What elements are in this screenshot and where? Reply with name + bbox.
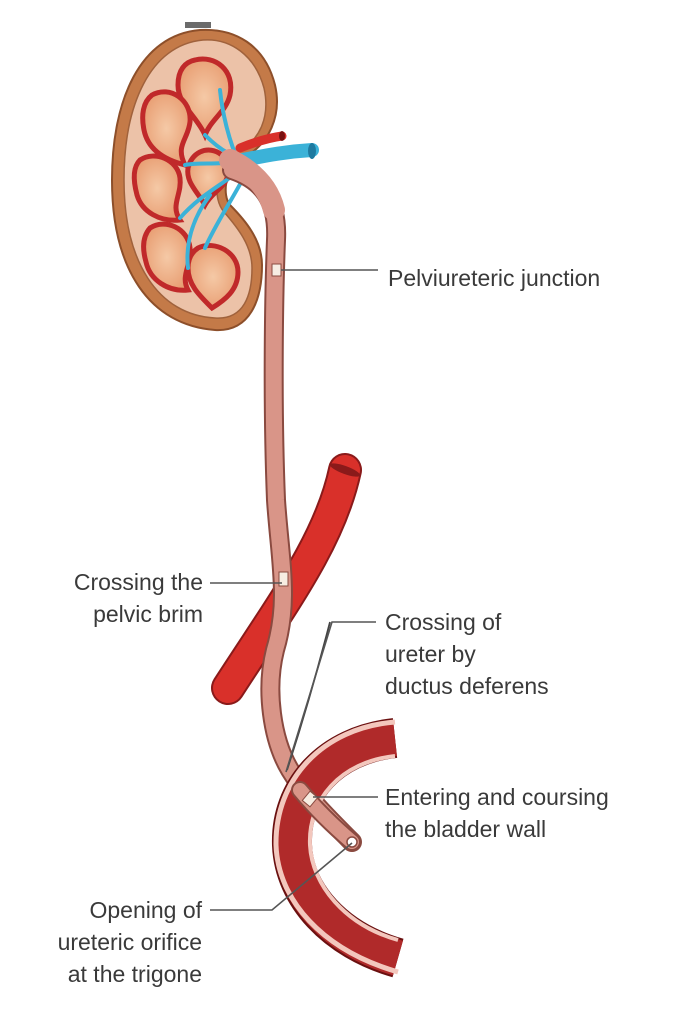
leader-ductus xyxy=(285,621,376,773)
label-ureteric-orifice: Opening of ureteric orifice at the trigo… xyxy=(57,897,202,987)
leader-orifice xyxy=(210,842,353,911)
leader-lines xyxy=(210,269,378,911)
kidney-top-mark xyxy=(185,22,211,28)
label-crossing-ductus-deferens: Crossing of ureter by ductus deferens xyxy=(385,609,549,699)
label-entering-bladder-wall: Entering and coursing the bladder wall xyxy=(385,784,609,842)
bladder-entry-marker xyxy=(301,790,319,808)
label-pelviureteric-junction: Pelviureteric junction xyxy=(388,265,601,291)
label-crossing-pelvic-brim: Crossing the pelvic brim xyxy=(73,569,203,627)
pelvic-brim-marker xyxy=(278,571,289,587)
bladder-wall xyxy=(271,718,404,978)
kidney xyxy=(110,28,319,332)
renal-artery xyxy=(235,131,287,153)
pelviureteric-marker xyxy=(271,263,282,277)
